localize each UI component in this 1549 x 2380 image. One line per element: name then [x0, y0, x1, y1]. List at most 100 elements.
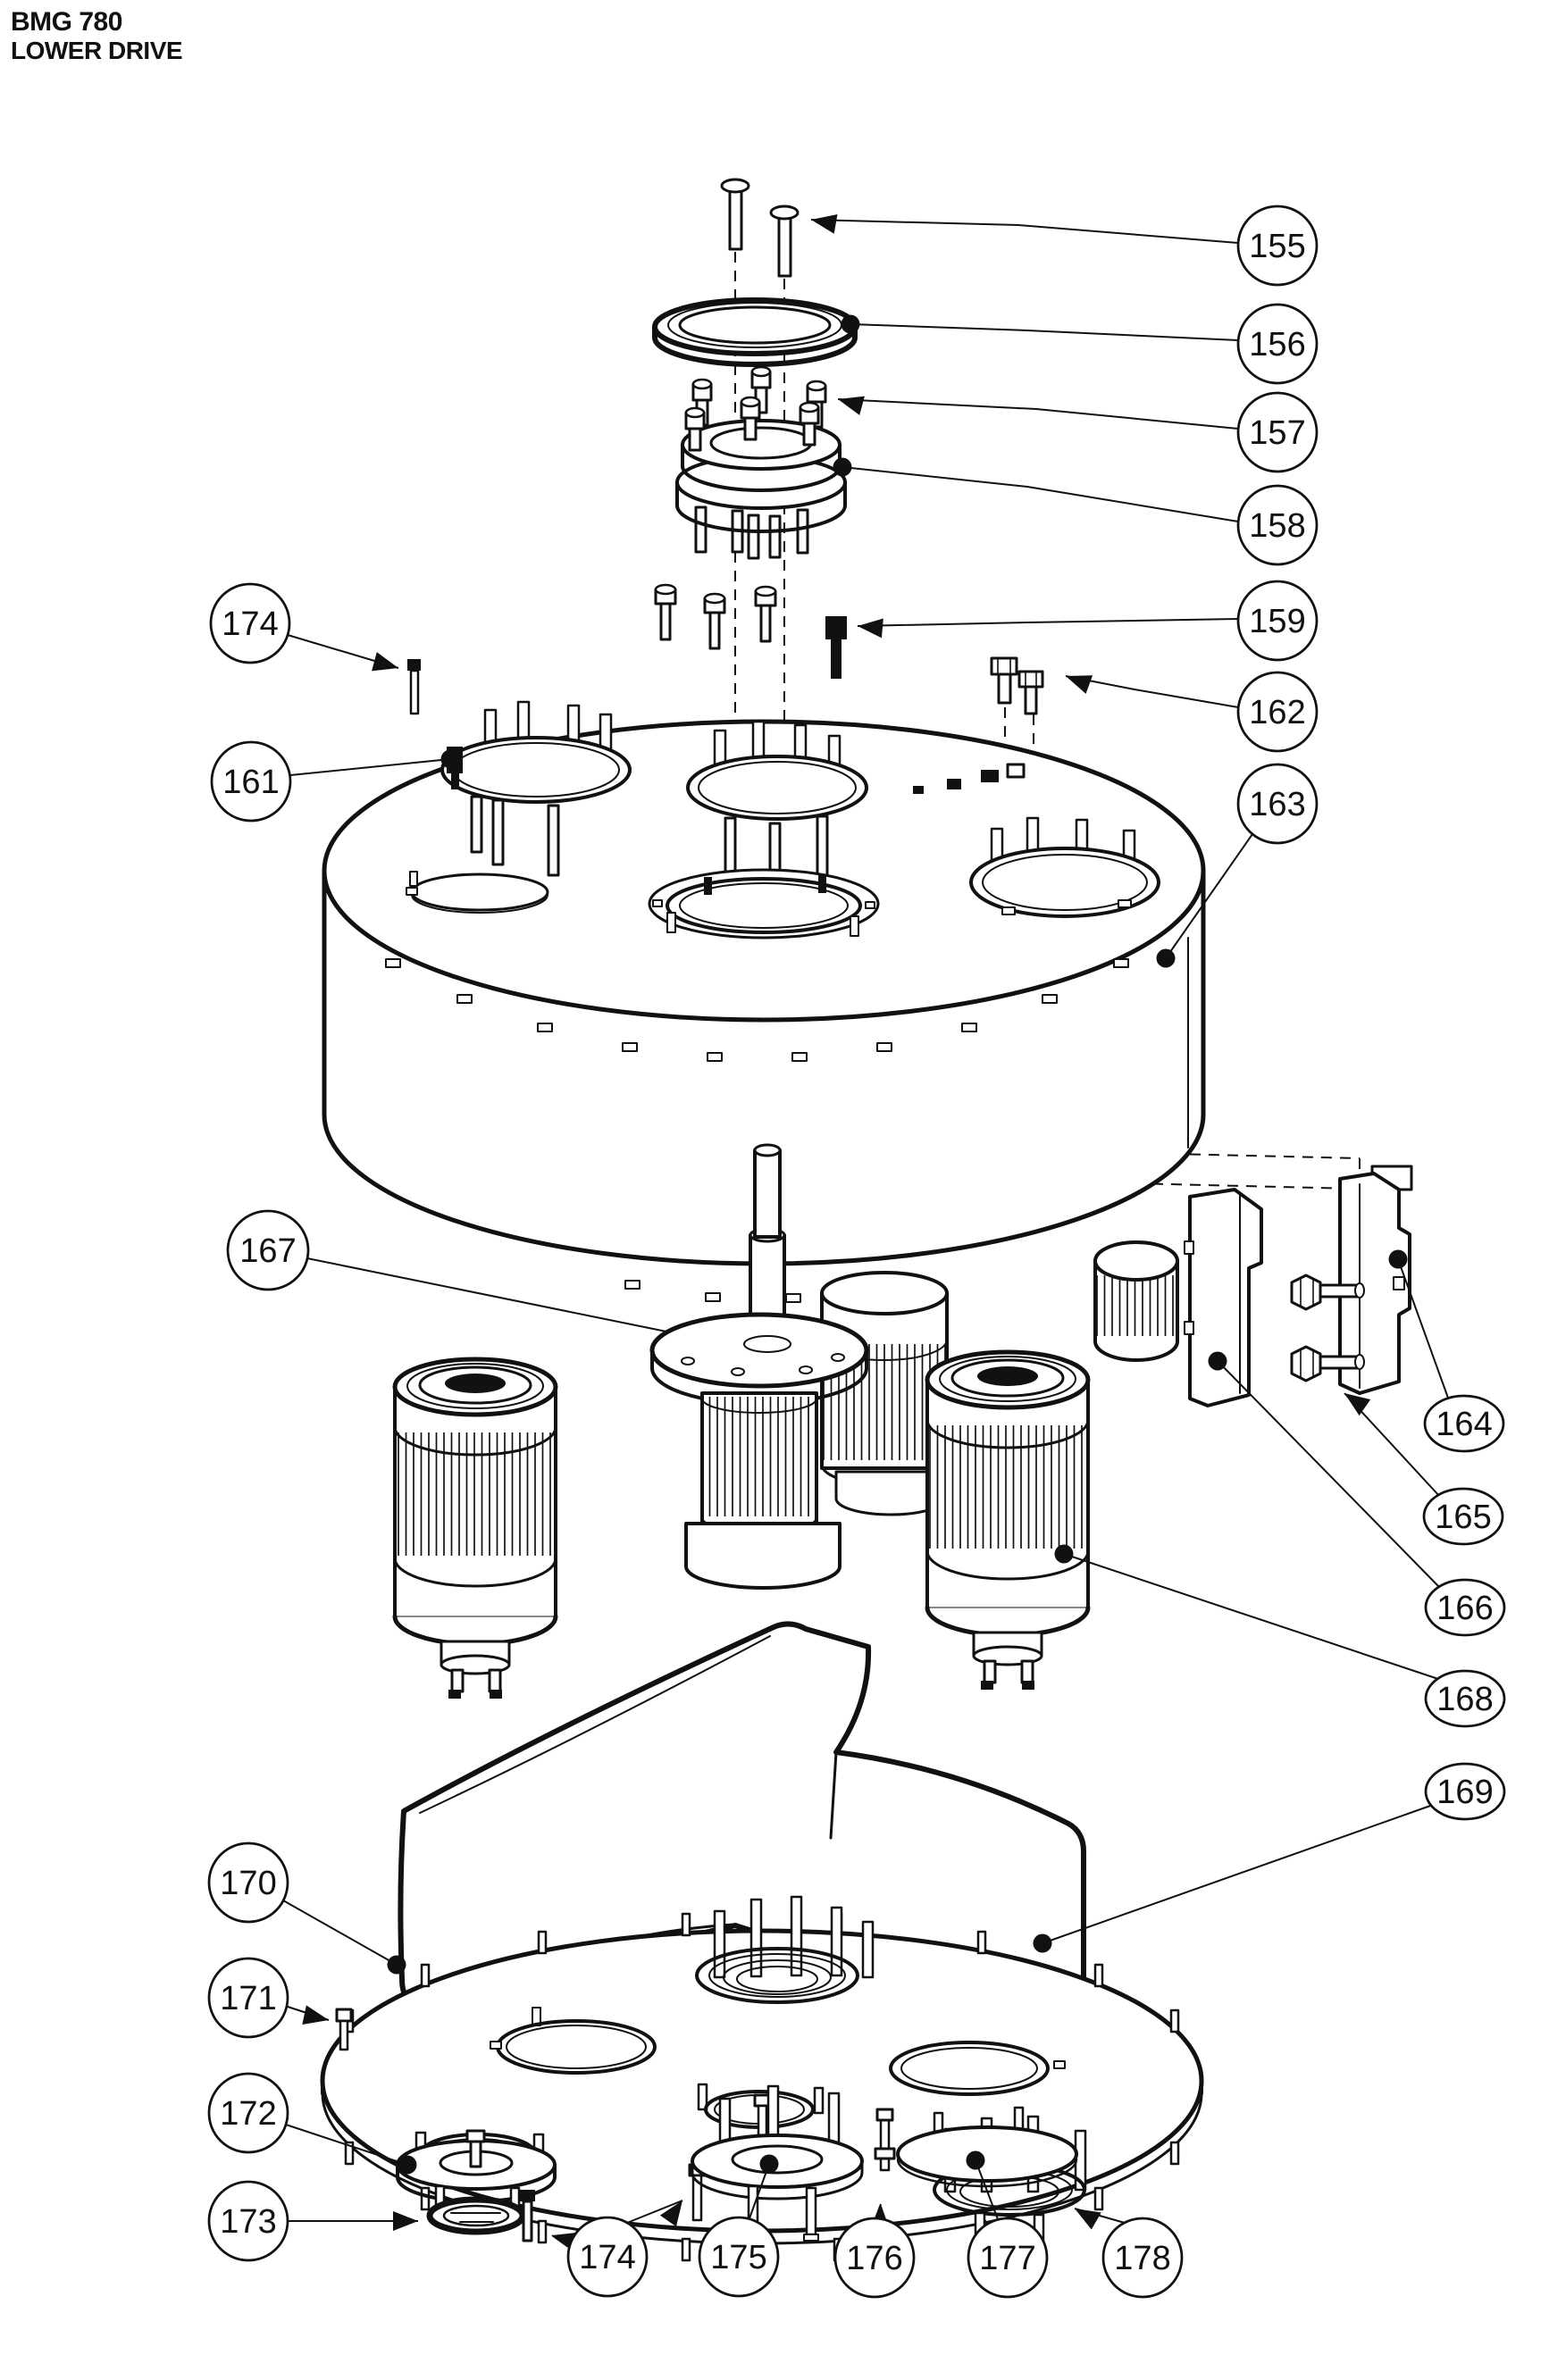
leader-line — [810, 219, 1239, 244]
callout-label: 178 — [1114, 2240, 1170, 2277]
callout-label: 166 — [1436, 1590, 1493, 1627]
flange-bolts — [684, 365, 827, 452]
callout-bubble — [698, 2216, 780, 2298]
callout-162: 162 — [1065, 671, 1319, 753]
leader-line — [975, 2159, 999, 2220]
arrow-marker — [1344, 1393, 1371, 1416]
page-title-section: LOWER DRIVE — [11, 37, 182, 64]
callout-bubble — [1236, 484, 1319, 566]
dot-marker — [387, 1955, 406, 1975]
retaining-ring — [652, 297, 858, 367]
callout-175: 175 — [698, 2154, 780, 2298]
motor-rear — [820, 1271, 949, 1516]
callout-bubble — [207, 1841, 289, 1924]
callout-label: 161 — [222, 764, 279, 801]
arrow-marker — [1066, 675, 1093, 694]
arrow-marker — [393, 2211, 418, 2231]
drum-rim-tabs — [385, 958, 1129, 1303]
dot-marker — [1054, 1544, 1074, 1564]
callout-label: 173 — [220, 2203, 276, 2241]
callout-167: 167 — [226, 1209, 667, 1332]
callout-bubble — [1236, 303, 1319, 385]
callout-178: 178 — [1074, 2208, 1184, 2299]
arrow-marker — [838, 396, 865, 415]
callout-label: 163 — [1249, 786, 1305, 823]
leader-line — [837, 398, 1239, 430]
callout-bubble — [833, 2217, 916, 2299]
arrow-marker — [302, 2005, 329, 2025]
flat-disc-right — [896, 2106, 1078, 2188]
dot-marker — [398, 2155, 417, 2175]
leader-line — [285, 2124, 408, 2166]
callout-label: 156 — [1249, 326, 1305, 363]
callout-156: 156 — [841, 303, 1319, 385]
callout-bubble — [207, 2072, 289, 2154]
hex-bolts-side — [1290, 1274, 1365, 1382]
callout-label: 158 — [1249, 507, 1305, 545]
leader-line — [841, 466, 1239, 522]
callout-bubble — [1236, 205, 1319, 287]
dot-marker — [440, 749, 460, 769]
callout-bubble — [1236, 671, 1319, 753]
arrow-marker — [372, 652, 398, 672]
callout-169: 169 — [1033, 1762, 1506, 1953]
callout-bubble — [1424, 1578, 1506, 1637]
callout-155: 155 — [810, 205, 1319, 287]
callout-bubble — [1236, 580, 1319, 662]
screw-174-target — [407, 659, 421, 715]
callout-164: 164 — [1388, 1249, 1505, 1453]
callout-161: 161 — [210, 740, 460, 823]
callout-bubble — [207, 2180, 289, 2262]
stud-bolts — [654, 583, 847, 679]
dot-marker — [833, 457, 852, 477]
leader-line — [1397, 1258, 1450, 1401]
disc-hole-top-center — [695, 1895, 875, 2004]
callout-label: 155 — [1249, 228, 1305, 265]
ribbed-roller — [1093, 1240, 1179, 1362]
callout-157: 157 — [837, 391, 1319, 473]
callout-bubble — [1423, 1394, 1505, 1453]
callout-label: 157 — [1249, 414, 1305, 452]
callout-165: 165 — [1344, 1392, 1504, 1546]
callout-label: 168 — [1436, 1681, 1493, 1718]
callout-159: 159 — [857, 580, 1319, 662]
leader-line — [1063, 1553, 1439, 1680]
drum-opening-center — [648, 868, 880, 939]
callout-label: 162 — [1249, 694, 1305, 731]
callout-176: 176 — [833, 2203, 916, 2299]
dot-marker — [841, 314, 860, 334]
disc-hole-left-mid — [490, 2007, 657, 2075]
leader-line — [1042, 1804, 1434, 1944]
callout-173: 173 — [207, 2180, 418, 2262]
callout-177: 177 — [966, 2150, 1049, 2299]
dot-marker — [1388, 1249, 1408, 1269]
leader-line — [306, 1257, 667, 1332]
callout-label: 171 — [220, 1980, 276, 2017]
callout-label: 165 — [1435, 1499, 1491, 1536]
cap-screws-top — [720, 178, 800, 278]
callout-label: 175 — [710, 2239, 766, 2276]
leader-line — [1065, 675, 1239, 708]
callout-bubble — [226, 1209, 310, 1291]
callout-label: 167 — [239, 1232, 296, 1270]
callout-158: 158 — [833, 457, 1319, 566]
leader-line — [1217, 1360, 1441, 1589]
arrow-marker — [811, 214, 838, 234]
callout-171: 171 — [207, 1957, 330, 2039]
callout-bubble — [1422, 1487, 1504, 1546]
leader-line — [850, 323, 1239, 341]
callout-layer: 1551561571581591621631741611671641651661… — [207, 205, 1506, 2299]
shaft-flange — [649, 1312, 869, 1406]
bottom-flange-disc-left — [396, 2129, 557, 2220]
callout-bubble — [207, 1957, 289, 2039]
callout-label: 176 — [846, 2240, 902, 2277]
bracket-plate-front — [1184, 1188, 1263, 1407]
callout-168: 168 — [1054, 1544, 1506, 1728]
leader-line — [857, 618, 1239, 627]
callout-170: 170 — [207, 1841, 406, 1975]
arrow-marker — [858, 618, 883, 639]
callout-bubble — [1236, 763, 1319, 845]
seal-ring — [426, 2196, 526, 2235]
